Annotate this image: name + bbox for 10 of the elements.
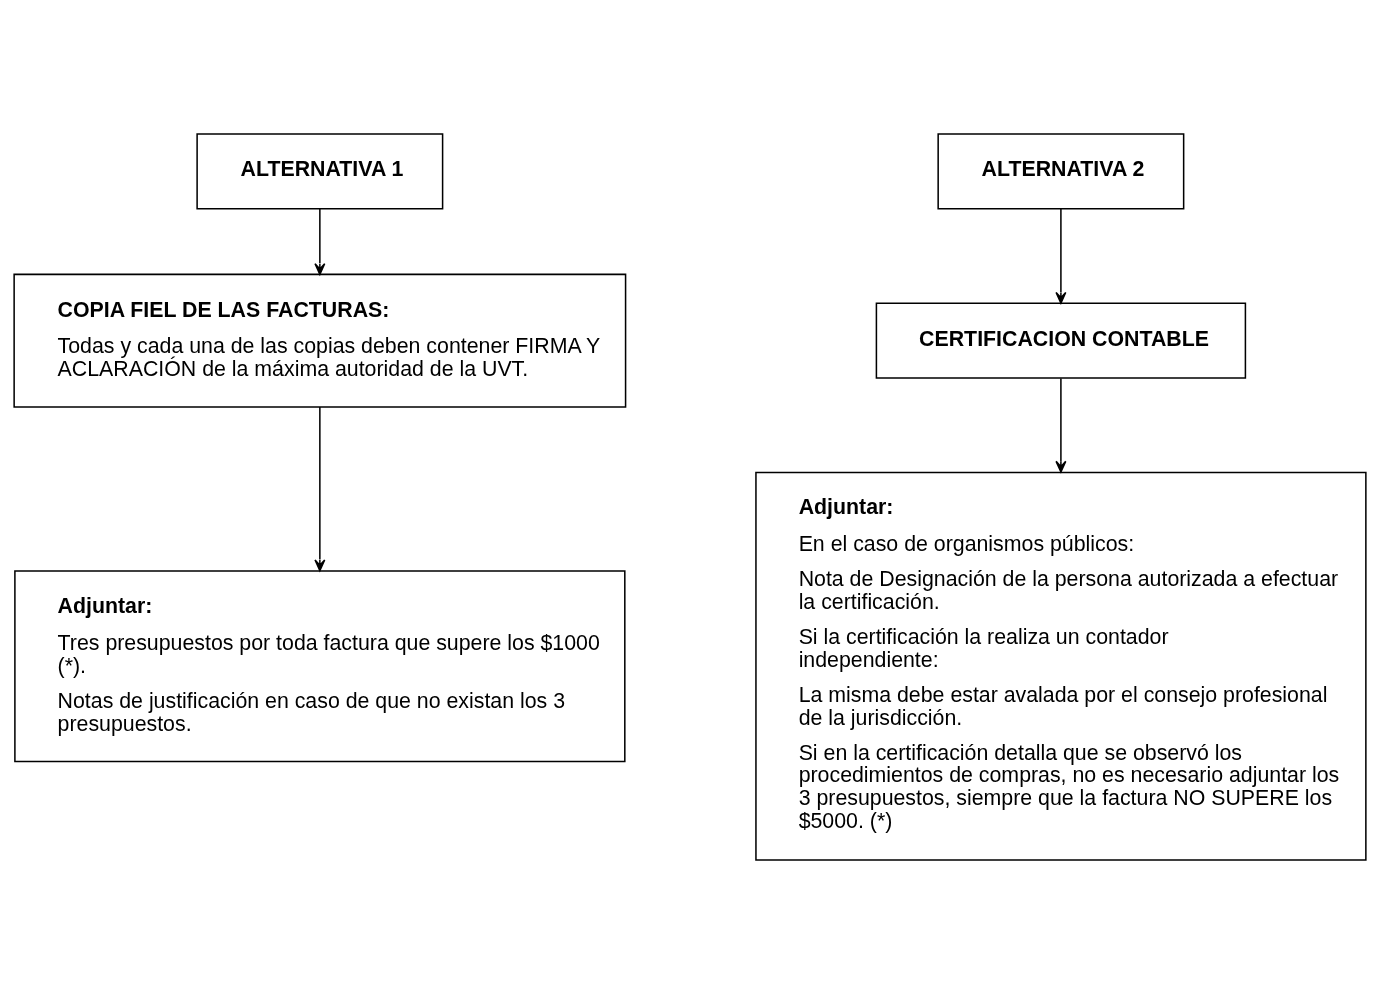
node-box: ALTERNATIVA 1 <box>196 132 444 210</box>
node-box: Adjuntar: Tres presupuestos por toda factura que supere los $1000 (*). Notas de justificación en caso de que no existan los 3 presupuestos. <box>14 569 626 762</box>
node-box: ALTERNATIVA 2 <box>937 132 1185 210</box>
arrow <box>314 405 326 571</box>
arrow <box>1055 377 1067 473</box>
node-box: CERTIFICACION CONTABLE <box>875 302 1247 379</box>
node-box: COPIA FIEL DE LAS FACTURAS: Todas y cada una de las copias deben contener FIRMA Y ACLARACIÓN de la máxima autoridad de la UVT. <box>13 273 627 408</box>
node-box: Adjuntar: En el caso de organismos públicos: Nota de Designación de la persona autorizada a efectuar la certificación. Si la certificación la realiza un contador independiente: La misma debe estar avalada por el consejo profesional de la jurisdicción. Si en la certificación detalla que se observó los procedimientos de compras, no es necesario adjuntar los 3 presupuestos, siempre que la factura NO SUPERE los $5000. (*) <box>755 471 1367 861</box>
arrow <box>1055 207 1067 304</box>
arrow <box>314 207 326 275</box>
